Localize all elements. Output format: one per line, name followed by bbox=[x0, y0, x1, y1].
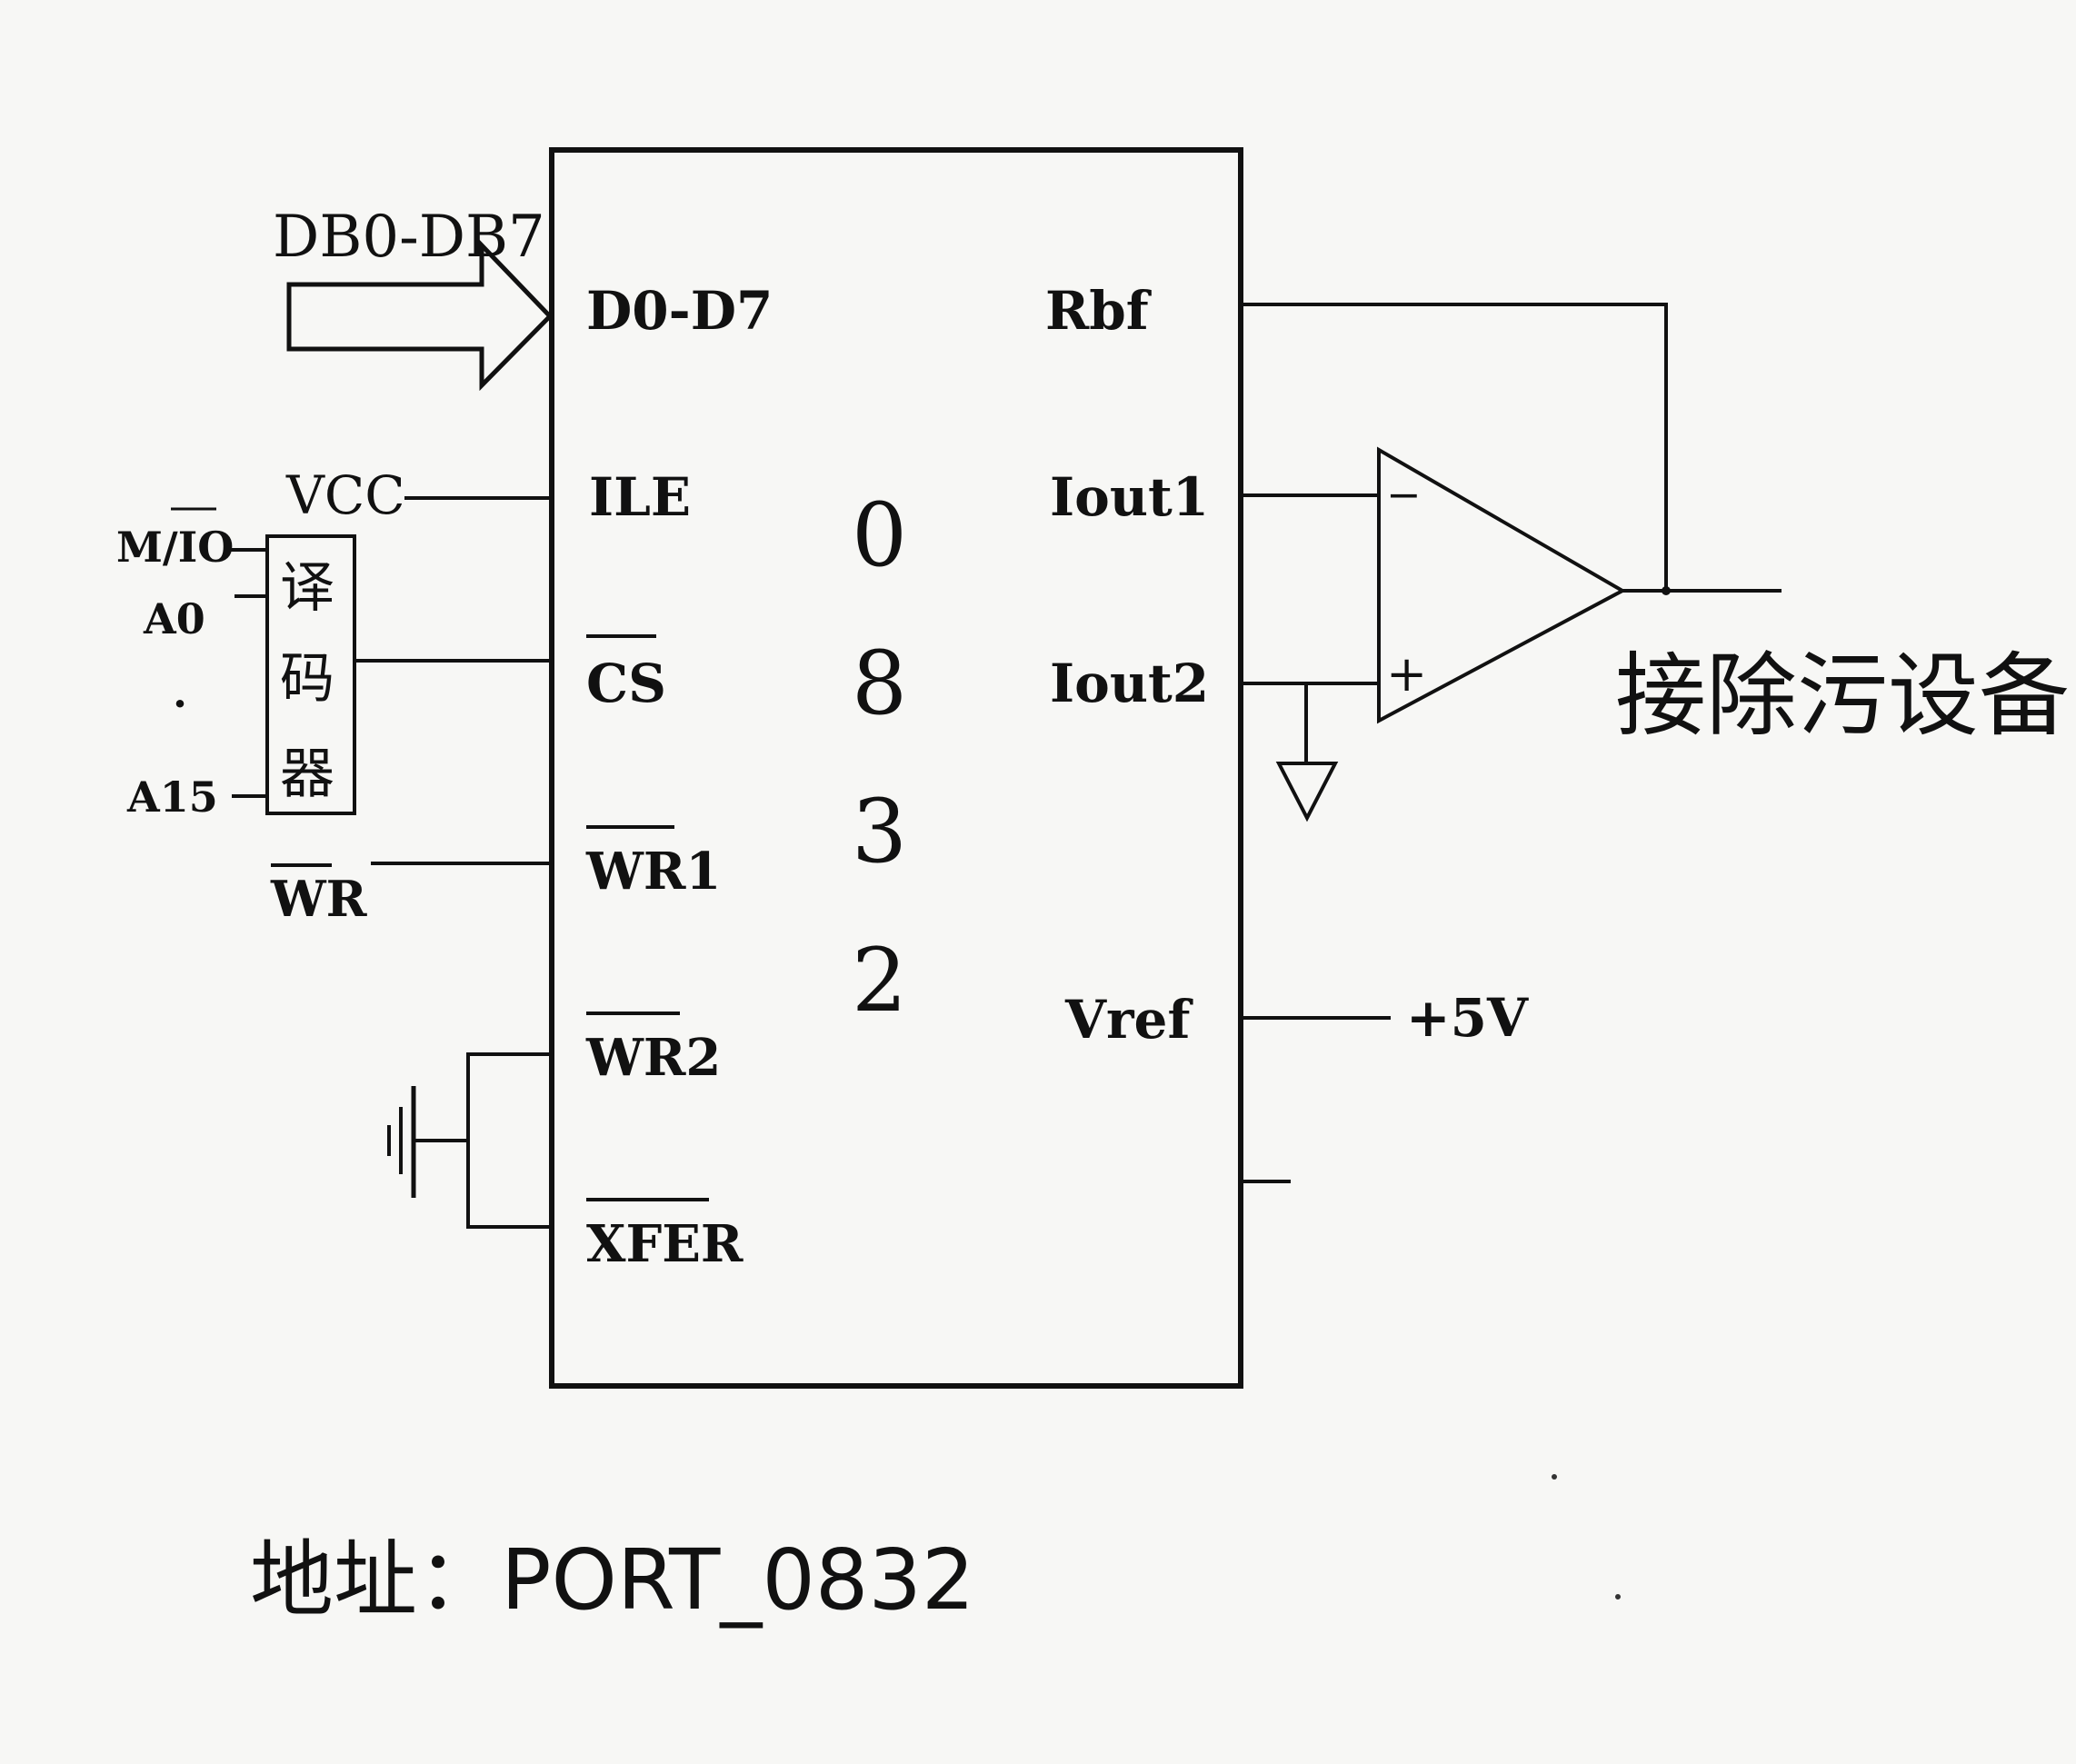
pin-wr2: WR2 bbox=[585, 1028, 721, 1088]
output-label: 接除污设备 bbox=[1615, 643, 2070, 749]
pin-iout2: Iout2 bbox=[1050, 653, 1209, 714]
pin-ile: ILE bbox=[589, 466, 691, 528]
address-label: 地址：PORT_0832 bbox=[250, 1531, 974, 1629]
chip-digit-2: 2 bbox=[852, 930, 907, 1031]
a0-label: A0 bbox=[143, 594, 205, 643]
pin-rbf: Rbf bbox=[1045, 280, 1153, 342]
pin-wr1: WR1 bbox=[585, 842, 721, 902]
pin-d0-d7: D0-D7 bbox=[586, 280, 773, 342]
vref-supply-label: +5V bbox=[1406, 987, 1529, 1049]
decoder-char-1: 译 bbox=[280, 556, 334, 620]
wr-label: WR bbox=[270, 870, 368, 928]
speck-1 bbox=[1552, 1474, 1557, 1480]
wr2-xfer-ground-wire bbox=[466, 1052, 552, 1229]
opamp-triangle bbox=[1377, 446, 1627, 724]
opamp-minus: − bbox=[1386, 470, 1422, 519]
opamp-plus: + bbox=[1386, 645, 1427, 703]
m-io-label: M/IO bbox=[116, 523, 234, 572]
decoder-char-3: 器 bbox=[280, 742, 334, 806]
pin-vref: Vref bbox=[1064, 989, 1193, 1051]
chip-digit-0: 0 bbox=[852, 484, 907, 586]
pin-iout1: Iout1 bbox=[1050, 466, 1209, 528]
decoder-char-2: 码 bbox=[280, 647, 334, 711]
a15-label: A15 bbox=[126, 772, 218, 822]
rbf-feedback-wire bbox=[1241, 303, 1668, 591]
address-dot: · bbox=[173, 679, 187, 728]
speck-2 bbox=[1615, 1594, 1621, 1600]
pin-cs: CS bbox=[586, 653, 666, 714]
decoder-block bbox=[265, 534, 356, 815]
ground-triangle-icon bbox=[1275, 762, 1339, 822]
pin-xfer: XFER bbox=[586, 1214, 744, 1274]
bus-arrow bbox=[286, 239, 554, 392]
bus-label: DB0-DB7 bbox=[273, 204, 545, 271]
dac0832-chip bbox=[549, 147, 1243, 1389]
chip-digit-3: 3 bbox=[852, 781, 907, 882]
vcc-label: VCC bbox=[285, 464, 405, 526]
chip-digit-8: 8 bbox=[852, 633, 907, 734]
output-junction bbox=[1662, 586, 1671, 595]
